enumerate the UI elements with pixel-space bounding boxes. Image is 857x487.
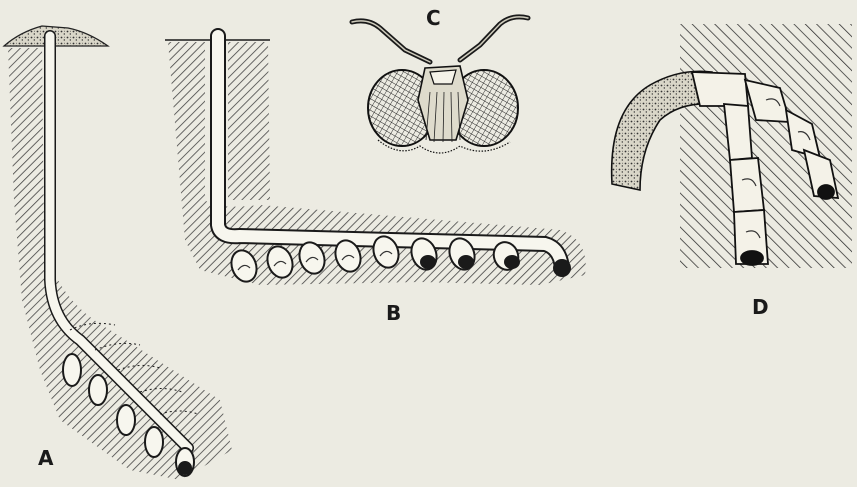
- brood-cell: [117, 405, 135, 435]
- panel-label-a: A: [38, 448, 53, 468]
- brood-cell: [554, 260, 570, 276]
- brood-cell: [89, 375, 107, 405]
- panel-b-burrow-figure: [165, 36, 586, 285]
- brood-cell: [63, 354, 81, 386]
- panel-label-d: D: [752, 297, 769, 317]
- panel-label-b: B: [386, 303, 401, 323]
- panel-label-c: C: [426, 8, 441, 28]
- right-antenna: [460, 17, 528, 60]
- panel-c-bee-head: [352, 17, 528, 153]
- cell-segment: [724, 104, 752, 160]
- cell-segment: [730, 158, 764, 212]
- cell-segment: [692, 72, 748, 106]
- brood-cell: [145, 427, 163, 457]
- panel-d-cell-section: [612, 24, 852, 268]
